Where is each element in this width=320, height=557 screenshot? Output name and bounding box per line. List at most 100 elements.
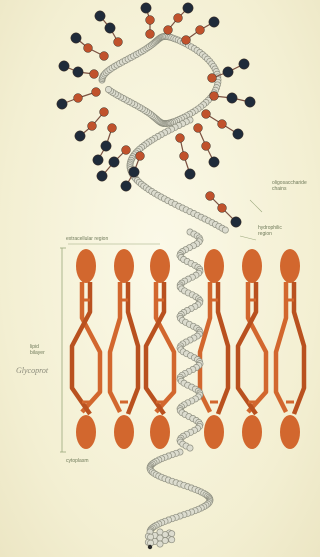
sugar-terminal [227,93,237,103]
lipid-head-top [280,249,300,283]
sugar-terminal [233,129,243,139]
lipid-head-top [76,249,96,283]
lipid-tail [110,282,120,412]
lipid-head-bottom [280,415,300,449]
sugar-residue [210,92,219,101]
lipid-head-top [150,249,170,283]
lipid-head-top [204,249,224,283]
sugar-terminal [75,131,85,141]
sugar-residue [202,110,211,119]
sugar-residue [114,38,123,47]
sugar-residue [176,134,185,143]
sugar-residue [206,192,215,201]
sugar-terminal [97,171,107,181]
label-oligosaccharide: oligosaccharide chains [272,180,307,192]
sugar-terminal [183,3,193,13]
label-bottom-left: cytoplasm [66,458,89,464]
sugar-terminal [59,61,69,71]
sugar-residue [194,124,203,133]
lipid-head-bottom [204,415,224,449]
sugar-residue [88,122,97,131]
sugar-residue [208,74,217,83]
sugar-terminal [95,11,105,21]
lipid-tail [294,282,304,414]
sugar-branch [194,124,220,168]
label-top-region: extracellular region [66,236,108,242]
sugar-residue [218,204,227,213]
lipid-head-bottom [242,415,262,449]
label-hydrophilic-right: hydrophilic region [258,225,282,237]
lipid-molecule [110,249,138,449]
sugar-residue [84,44,93,53]
sugar-branch [210,92,256,108]
chain-residue [157,541,163,547]
lipid-head-bottom [114,415,134,449]
sugar-branch [202,110,244,140]
lipid-tail [128,282,138,414]
sugar-residue [100,52,109,61]
chain-end-dot [148,545,152,549]
sugar-residue [218,120,227,129]
sugar-residue [90,70,99,79]
sugar-branch [176,134,196,180]
sugar-residue [136,152,145,161]
right-region-line-2 [240,236,256,240]
chain-residue [222,227,228,233]
sugar-residue [182,36,191,45]
sugar-residue [92,88,101,97]
lipid-head-top [242,249,262,283]
sugar-terminal [101,141,111,151]
sugar-residue [146,30,155,39]
lipid-molecule [72,249,100,449]
sugar-terminal [209,157,219,167]
sugar-branch [182,17,220,45]
lipid-head-bottom [76,415,96,449]
lipid-molecule [238,249,266,449]
sugar-branch [164,3,194,35]
sugar-branch [75,108,109,142]
lipid-tail [218,282,228,414]
chain-residue [169,537,175,543]
lipid-molecule [276,249,304,449]
sugar-terminal [109,157,119,167]
sugar-terminal [57,99,67,109]
sugar-branch [71,33,109,61]
sugar-residue [108,124,117,133]
sugar-terminal [73,67,83,77]
right-region-line [250,200,262,212]
sugar-branch [59,61,99,79]
sugar-terminal [209,17,219,27]
sugar-residue [122,146,131,155]
sugar-terminal [245,97,255,107]
lipid-tail [276,282,286,412]
sugar-terminal [71,33,81,43]
chain-residue [187,445,193,451]
sugar-terminal [223,67,233,77]
lipid-head-bottom [150,415,170,449]
sugar-branch [95,11,123,47]
sugar-residue [164,26,173,35]
lipid-head-top [114,249,134,283]
lipid-molecule [200,249,228,449]
sugar-terminal [231,217,241,227]
sugar-residue [174,14,183,23]
sugar-residue [202,142,211,151]
sugar-terminal [185,169,195,179]
sugar-branch [57,88,101,110]
sugar-terminal [239,59,249,69]
sugar-terminal [105,23,115,33]
sugar-branch [141,3,155,39]
sugar-terminal [129,167,139,177]
sugar-residue [74,94,83,103]
label-lipid-bilayer: lipid bilayer [30,344,45,356]
sugar-terminal [93,155,103,165]
chain-residue [105,86,111,92]
sugar-residue [146,16,155,25]
label-handwritten: Glycoprot [16,368,48,374]
lipid-molecule [146,249,174,449]
sugar-terminal [121,181,131,191]
sugar-terminal [141,3,151,13]
sugar-residue [196,26,205,35]
